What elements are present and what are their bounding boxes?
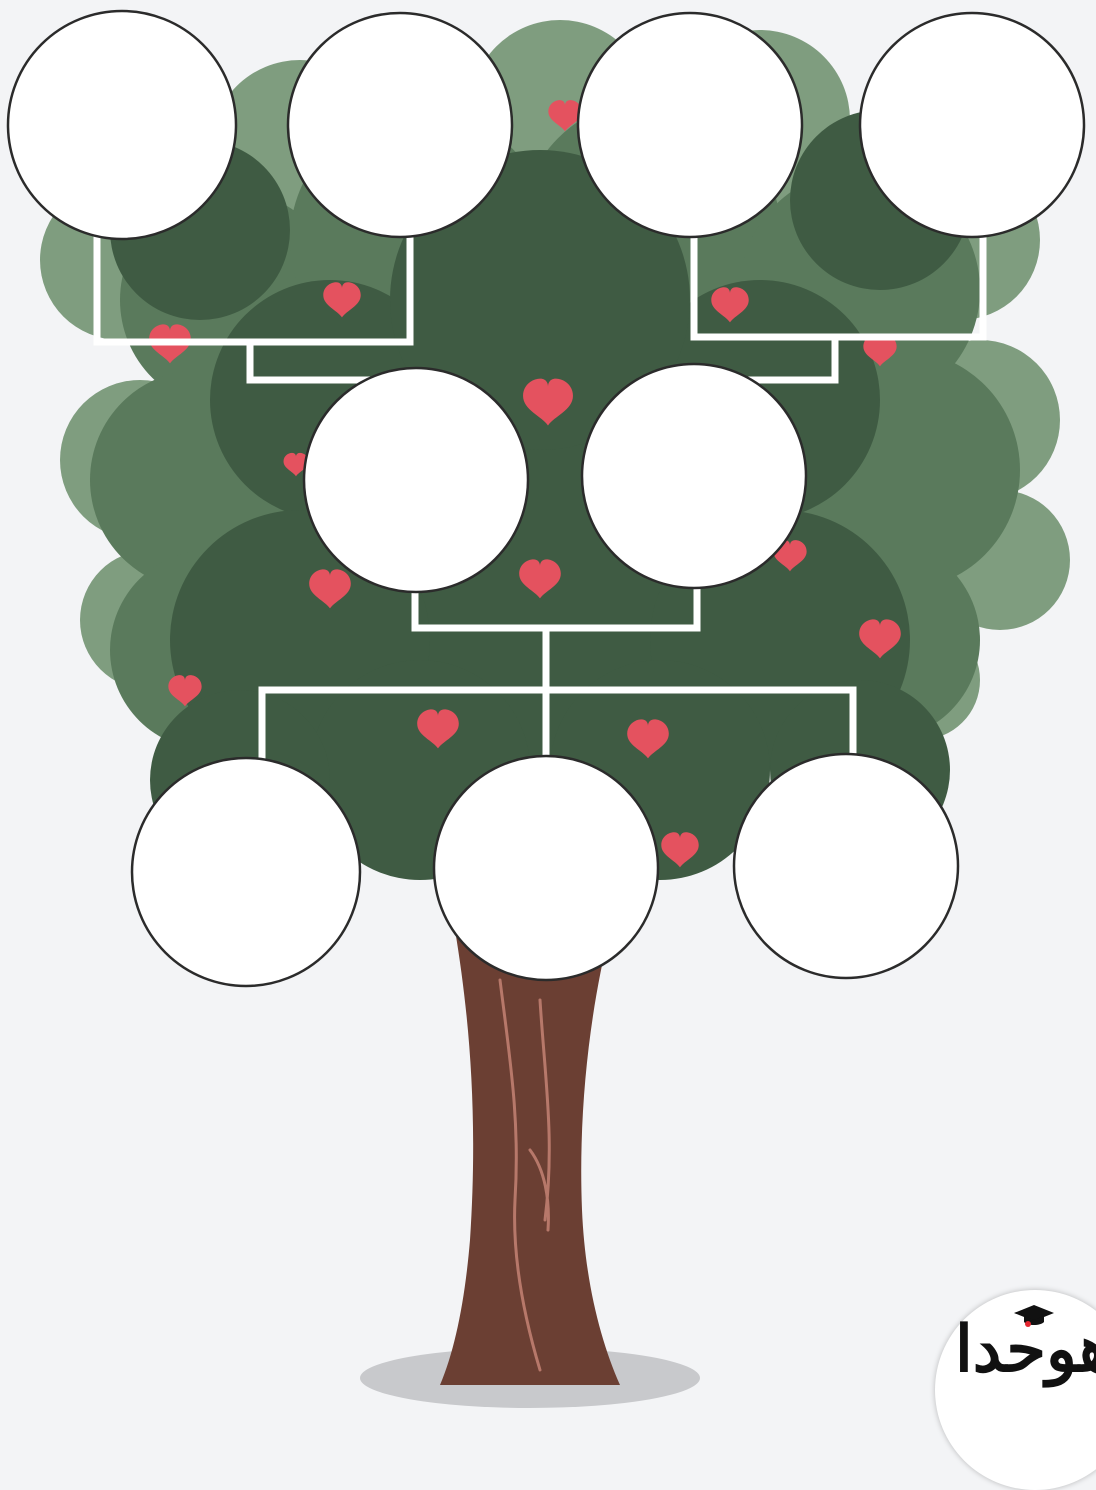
tree-trunk bbox=[440, 930, 620, 1385]
portrait-frame-grandparent-2[interactable] bbox=[288, 13, 512, 237]
portrait-frame-child-1[interactable] bbox=[132, 758, 360, 986]
portrait-frame-child-2[interactable] bbox=[434, 756, 658, 980]
portrait-frame-grandparent-4[interactable] bbox=[860, 13, 1084, 237]
portrait-frame-grandparent-1[interactable] bbox=[8, 11, 236, 239]
portrait-frame-grandparent-3[interactable] bbox=[578, 13, 802, 237]
publisher-logo-text: هوحدا bbox=[955, 1318, 1096, 1382]
portrait-frame-parent-1[interactable] bbox=[304, 368, 528, 592]
portrait-frame-child-3[interactable] bbox=[734, 754, 958, 978]
family-tree-diagram bbox=[0, 0, 1096, 1416]
portrait-frame-parent-2[interactable] bbox=[582, 364, 806, 588]
